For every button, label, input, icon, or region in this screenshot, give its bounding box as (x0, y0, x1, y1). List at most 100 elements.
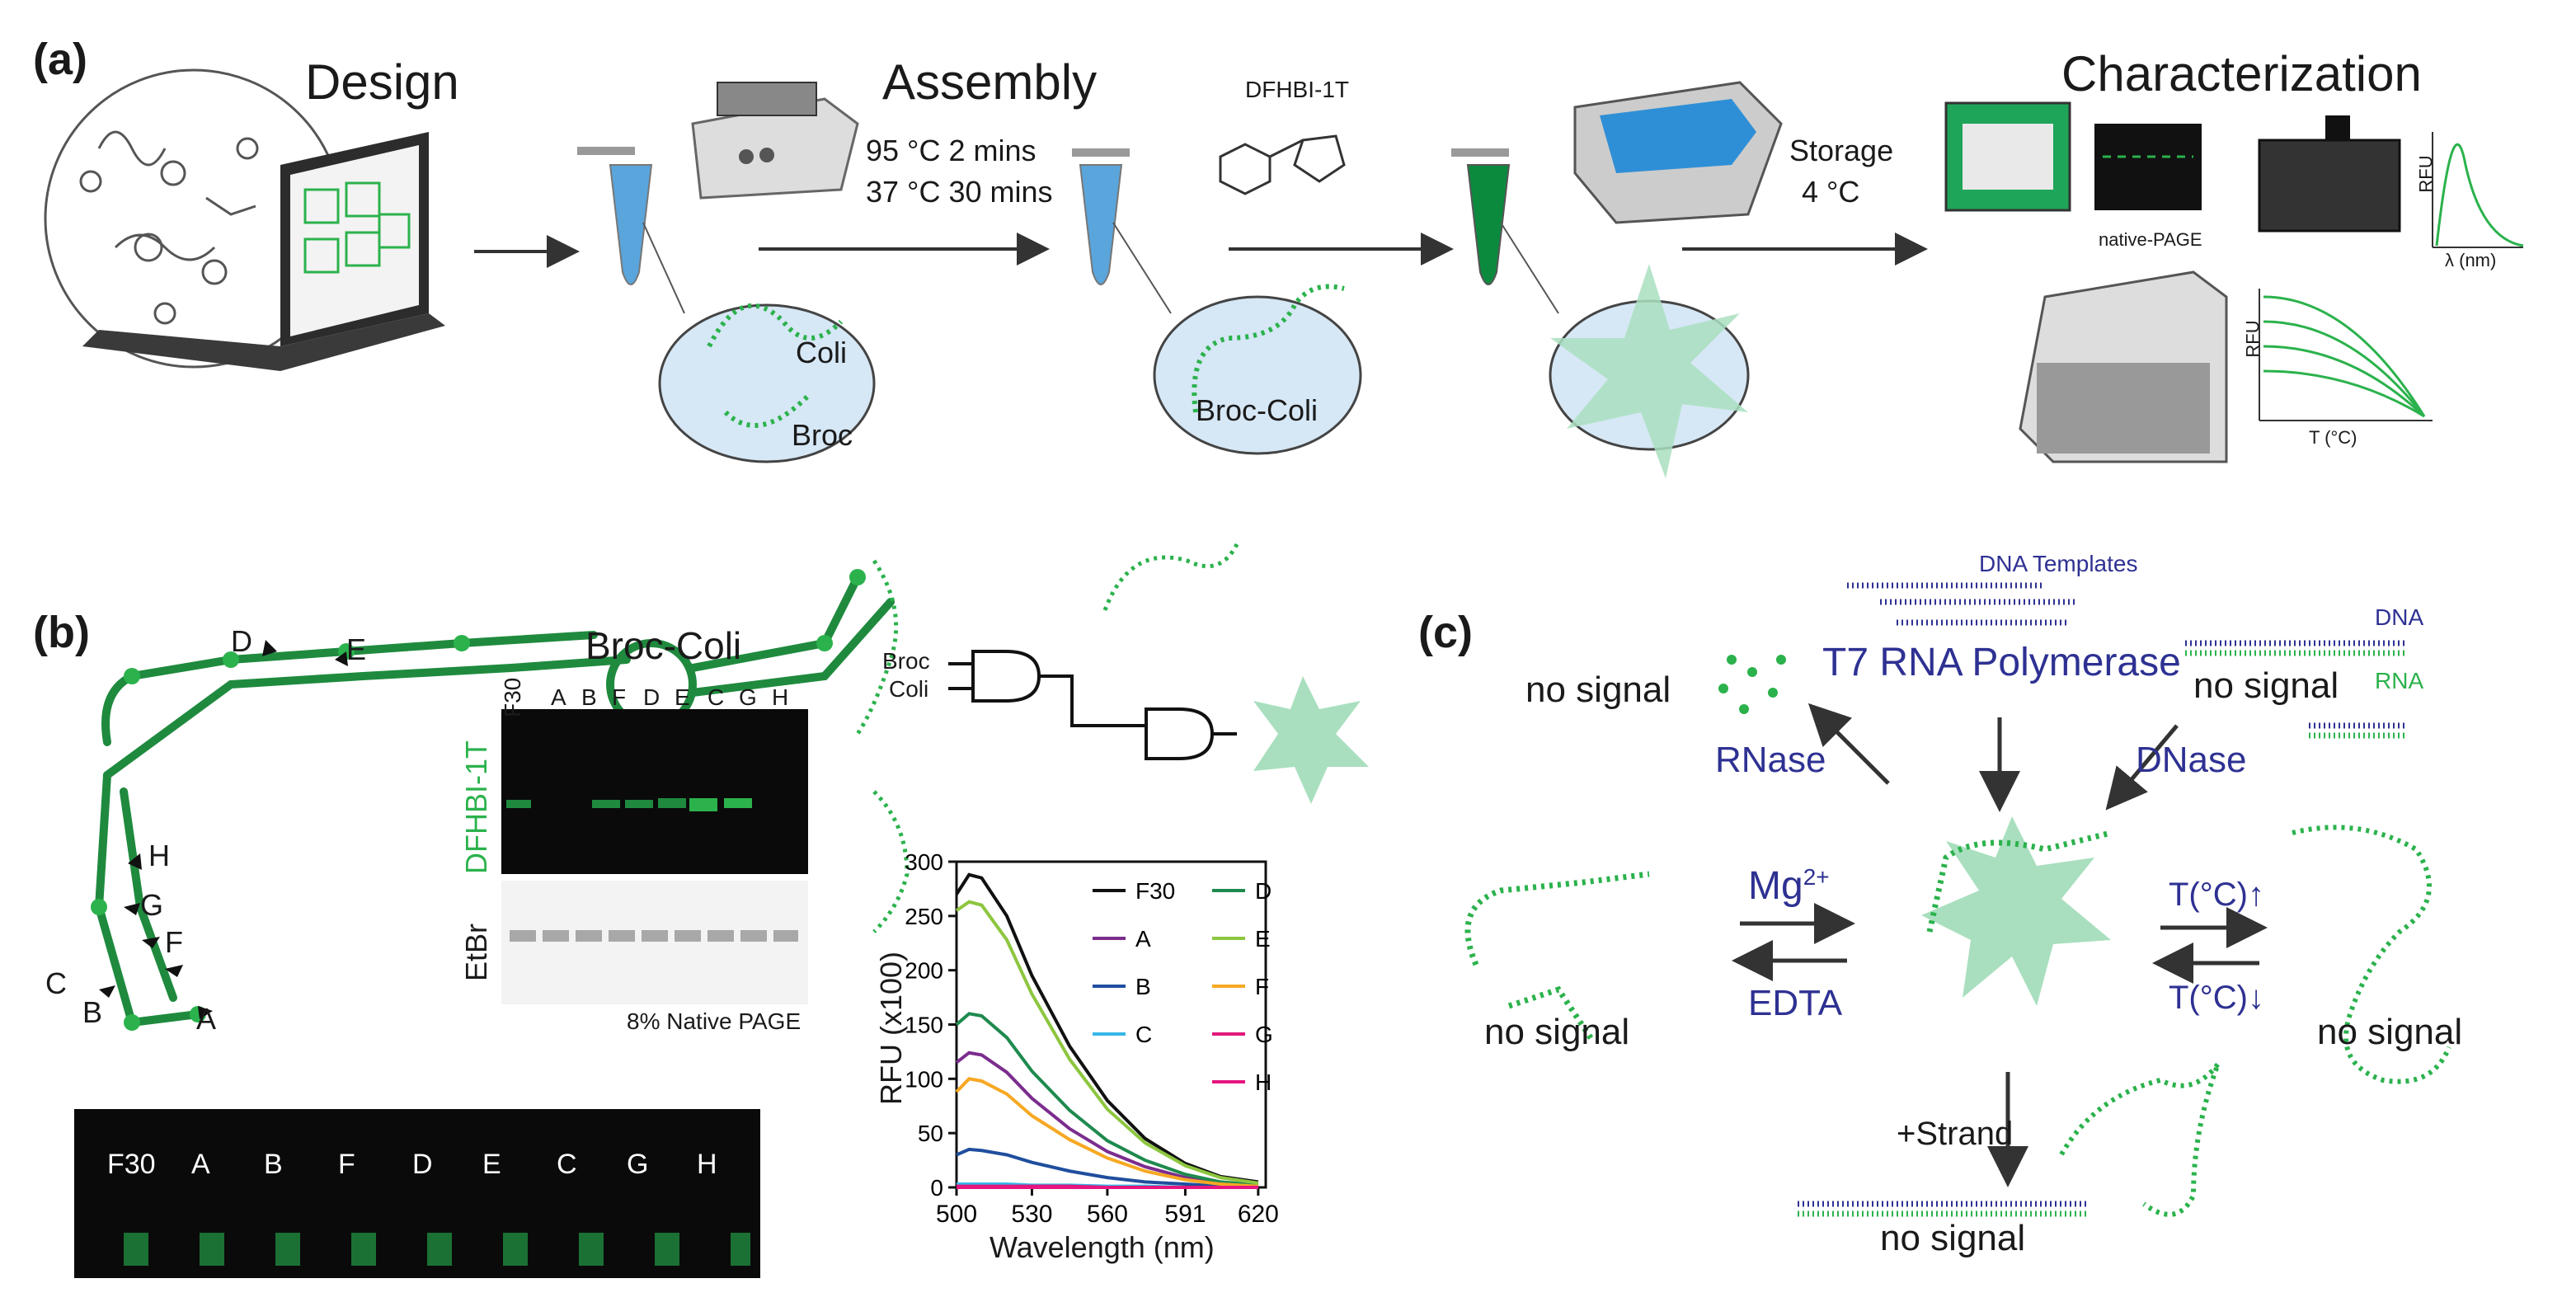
dna-templates-label: DNA Templates (1979, 551, 2138, 576)
tube-3 (1451, 148, 1750, 478)
no-signal-mg: no signal (1484, 1012, 1630, 1052)
native-page-label: native-PAGE (2099, 229, 2202, 250)
series-line-F30 (955, 872, 1259, 1184)
panel-c-label: (c) (1418, 608, 1473, 657)
dna-label: DNA (2375, 604, 2424, 630)
tube-label-A: A (191, 1149, 210, 1180)
design-title: Design (305, 54, 459, 110)
struct-label-D: D (231, 624, 252, 658)
gel-lane-G: G (739, 684, 757, 710)
tube-2 (1072, 148, 1362, 455)
struct-label-C: C (45, 966, 67, 1000)
tube-label-D: D (412, 1149, 433, 1180)
spectrum-xlabel: λ (nm) (2445, 250, 2497, 270)
x-tick-label: 620 (1238, 1201, 1279, 1228)
legend-label-D: D (1255, 878, 1272, 904)
struct-label-A: A (196, 1002, 217, 1036)
x-tick-label: 530 (1011, 1201, 1052, 1228)
gate-output-star (1253, 676, 1369, 804)
polymerase-label: T7 RNA Polymerase (1822, 641, 2181, 684)
strand-label: +Strand (1897, 1116, 2014, 1152)
panel-a-label: (a) (33, 35, 87, 84)
legend-label-A: A (1135, 926, 1151, 952)
spectrum-ylabel: RFU (2415, 155, 2437, 193)
y-tick-label: 150 (905, 1013, 943, 1038)
coli-label: Coli (796, 336, 848, 369)
laptop-icon (82, 132, 445, 371)
no-signal-dnase: no signal (2193, 665, 2339, 706)
storage-label: Storage (1789, 134, 1894, 167)
legend-label-F30: F30 (1135, 878, 1175, 904)
series-line-D (955, 1012, 1259, 1187)
gel-side-etbr: EtBr (459, 923, 493, 981)
temp-up-label: T(°C)↑ (2169, 877, 2264, 913)
dna-templates (1847, 582, 2078, 626)
melt-ylabel: RFU (2242, 320, 2263, 358)
degraded-rna (1718, 655, 1786, 714)
series-line-E (955, 900, 1259, 1185)
tube-label-C: C (557, 1149, 577, 1180)
rnase-label: RNase (1715, 740, 1826, 780)
legend-label-B: B (1135, 974, 1151, 999)
characterization-title: Characterization (2061, 46, 2422, 101)
gel-lane-D: D (643, 684, 660, 710)
legend-label-G: G (1255, 1022, 1273, 1047)
etbr-gel (501, 881, 808, 1004)
struct-label-B: B (82, 995, 103, 1029)
gel-lane-H: H (772, 684, 789, 710)
gel-lane-C: C (707, 684, 725, 710)
y-tick-label: 0 (930, 1175, 943, 1201)
qpcr-icon (2019, 270, 2228, 463)
chart-xlabel: Wavelength (nm) (990, 1230, 1215, 1264)
rna-label: RNA (2375, 668, 2424, 693)
series-line-B (956, 1147, 1258, 1188)
legend-label-C: C (1135, 1022, 1152, 1047)
broc-label: Broc (792, 418, 853, 452)
heat-block-icon (691, 82, 859, 200)
gel-lane-F: F (612, 684, 627, 710)
tube-label-B: B (264, 1149, 283, 1180)
broc-coli-label: Broc-Coli (1196, 393, 1319, 427)
gel-lane-B: B (581, 684, 597, 710)
legend-label-F: F (1255, 974, 1269, 999)
series-line-A (955, 1051, 1258, 1187)
no-signal-rnase: no signal (1525, 670, 1671, 710)
x-tick-label: 591 (1164, 1201, 1206, 1228)
legend-label-E: E (1255, 926, 1271, 952)
left-rna (1464, 871, 1650, 1041)
gel-side-dfhbi: DFHBI-1T (459, 740, 493, 874)
gel-title: Broc-Coli (585, 624, 742, 667)
assembly-condition-2: 37 °C 30 mins (866, 175, 1053, 209)
gel-lane-F30: F30 (500, 677, 525, 717)
logic-gate (948, 650, 1237, 760)
x-tick-label: 500 (936, 1201, 977, 1228)
gel-lane-E: E (675, 684, 690, 710)
y-tick-label: 250 (905, 904, 943, 929)
no-signal-strand: no signal (1880, 1218, 2026, 1258)
panel-b-label: (b) (33, 608, 90, 657)
melt-xlabel: T (°C) (2309, 427, 2357, 448)
center-star (1921, 816, 2111, 1006)
edta-label: EDTA (1748, 983, 1843, 1023)
native-page-gel (2094, 124, 2202, 210)
released-rna (2059, 1062, 2221, 1217)
gel-lane-A: A (551, 684, 566, 710)
gel-box-icon (1944, 101, 2071, 212)
temp-down-label: T(°C)↓ (2169, 980, 2264, 1016)
right-rna (2292, 825, 2451, 1084)
no-signal-temp: no signal (2317, 1012, 2463, 1052)
dfhbi-gel (501, 709, 808, 874)
tube-label-F30: F30 (107, 1149, 156, 1180)
tube-label-G: G (627, 1149, 649, 1180)
tube-1 (577, 147, 876, 463)
tube-label-F: F (338, 1149, 355, 1180)
x-tick-label: 560 (1087, 1201, 1128, 1228)
y-tick-label: 50 (918, 1121, 943, 1146)
assembly-title: Assembly (882, 54, 1098, 110)
tube-label-E: E (482, 1149, 501, 1180)
dye-label: DFHBI-1T (1245, 77, 1349, 102)
spectrum-mini-plot (2432, 132, 2524, 248)
struct-label-F: F (165, 925, 183, 959)
